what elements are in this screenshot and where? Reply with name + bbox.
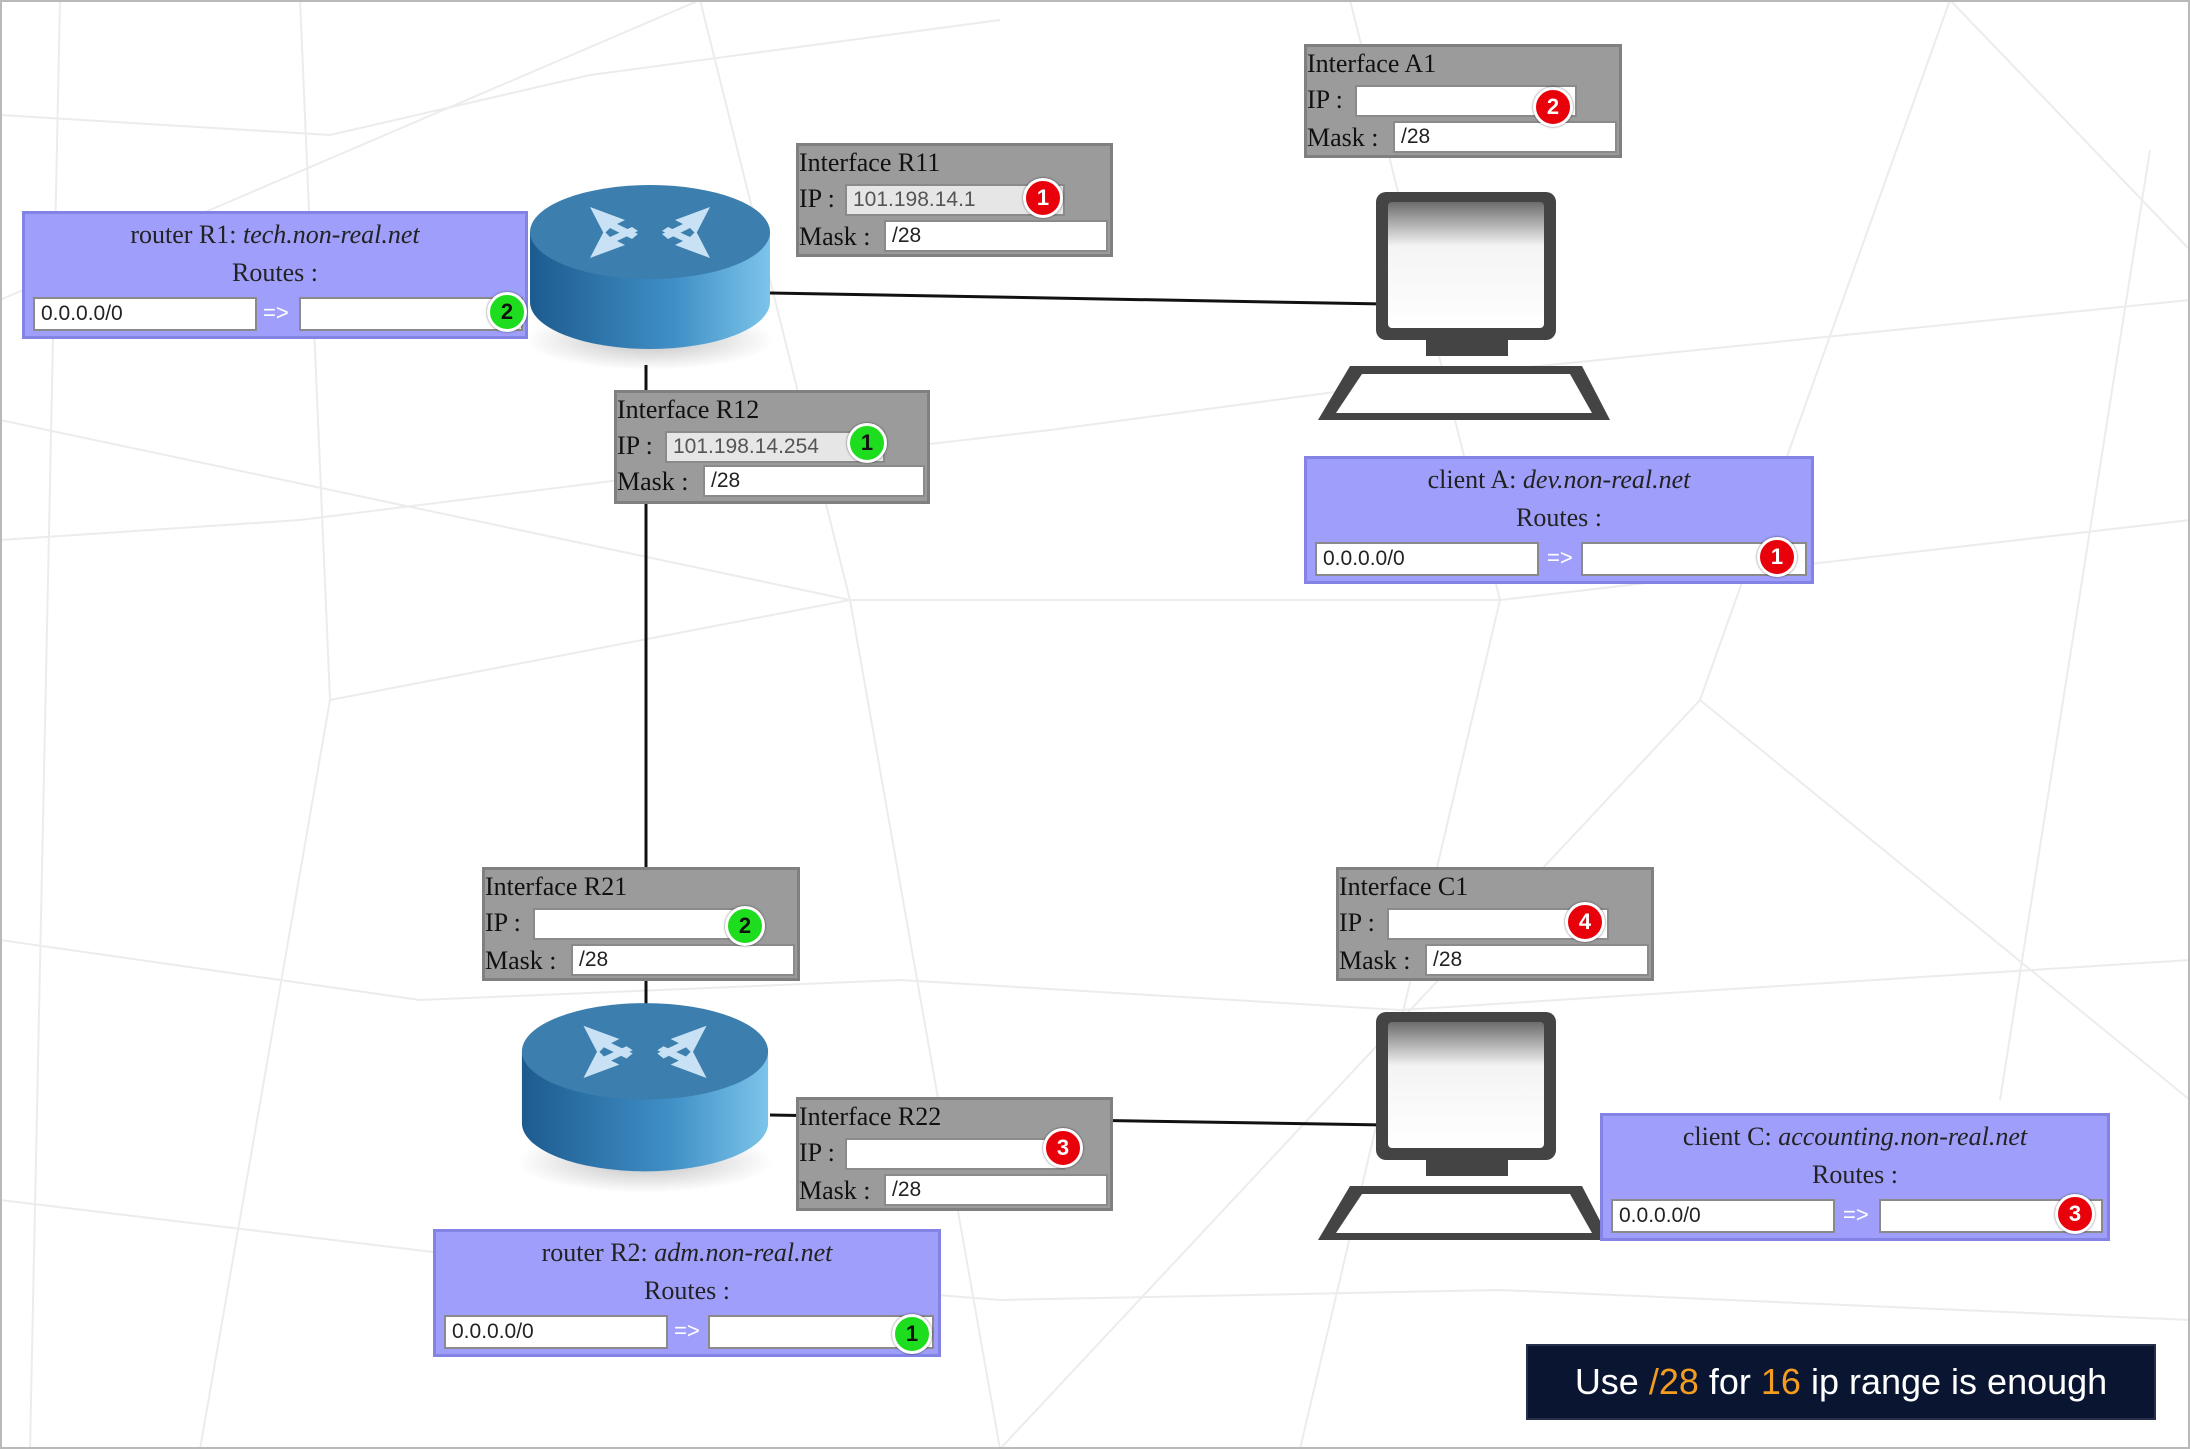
route-destination-input[interactable]: 0.0.0.0/0 <box>33 297 257 331</box>
step-badge: 1 <box>847 423 887 463</box>
link-r1-client-a <box>769 291 1386 306</box>
routes-label: Routes : <box>644 1276 730 1305</box>
interface-title: Interface R21 <box>485 872 628 901</box>
ip-label: IP : <box>799 184 835 213</box>
ip-label: IP : <box>1307 85 1343 114</box>
route-arrow: => <box>1843 1202 1869 1227</box>
node-name: router R1: tech.non-real.net <box>130 220 420 249</box>
interface-title: Interface C1 <box>1339 872 1469 901</box>
interface-r12-panel: Interface R12 IP : 101.198.14.254 Mask :… <box>614 390 930 504</box>
node-name: client C: accounting.non-real.net <box>1682 1122 2028 1151</box>
computer-icon <box>1318 1012 1610 1240</box>
route-arrow: => <box>674 1318 700 1343</box>
step-badge: 3 <box>1043 1128 1083 1168</box>
node-name: client A: dev.non-real.net <box>1427 465 1691 494</box>
step-badge: 2 <box>1533 87 1573 127</box>
step-badge: 1 <box>1757 537 1797 577</box>
routes-label: Routes : <box>232 258 318 287</box>
hint-text: ip range is enough <box>1800 1361 2108 1402</box>
hint-count: 16 <box>1760 1361 1801 1402</box>
client-c-panel: client C: accounting.non-real.net Routes… <box>1600 1113 2110 1241</box>
router-icon <box>516 1003 774 1193</box>
interface-r11-panel: Interface R11 IP : 101.198.14.1 Mask : /… <box>796 143 1113 257</box>
mask-label: Mask : <box>799 222 871 251</box>
ip-input[interactable] <box>533 908 755 940</box>
node-name: router R2: adm.non-real.net <box>541 1238 833 1267</box>
interface-r21-panel: Interface R21 IP : Mask : /28 2 <box>482 867 800 981</box>
ip-label: IP : <box>617 431 653 460</box>
step-badge: 1 <box>892 1314 932 1354</box>
step-badge: 1 <box>1023 178 1063 218</box>
route-destination-input[interactable]: 0.0.0.0/0 <box>444 1315 668 1349</box>
step-badge: 2 <box>487 292 527 332</box>
computer-icon <box>1318 192 1610 420</box>
interface-title: Interface R11 <box>799 148 941 177</box>
step-badge: 2 <box>725 906 765 946</box>
interface-r22-panel: Interface R22 IP : Mask : /28 3 <box>796 1097 1113 1211</box>
hint-text: for <box>1698 1361 1761 1402</box>
ip-label: IP : <box>1339 908 1375 937</box>
mask-input[interactable]: /28 <box>884 220 1108 252</box>
ip-input[interactable] <box>845 1138 1065 1170</box>
mask-input[interactable]: /28 <box>1425 944 1649 976</box>
mask-label: Mask : <box>799 1176 871 1205</box>
step-badge: 3 <box>2055 1194 2095 1234</box>
hint-banner: Use /28 for 16 ip range is enough <box>1526 1344 2156 1420</box>
router-icon <box>525 185 775 370</box>
interface-a1-panel: Interface A1 IP : Mask : /28 2 <box>1304 44 1622 158</box>
mask-label: Mask : <box>485 946 557 975</box>
routes-label: Routes : <box>1516 503 1602 532</box>
interface-c1-panel: Interface C1 IP : Mask : /28 4 <box>1336 867 1654 981</box>
route-gateway-input[interactable] <box>299 297 523 331</box>
interface-title: Interface R12 <box>617 395 760 424</box>
mask-input[interactable]: /28 <box>571 944 795 976</box>
step-badge: 4 <box>1565 902 1605 942</box>
interface-title: Interface A1 <box>1307 49 1437 78</box>
mask-label: Mask : <box>617 467 689 496</box>
route-arrow: => <box>1547 545 1573 570</box>
mask-label: Mask : <box>1339 946 1411 975</box>
ip-label: IP : <box>485 908 521 937</box>
route-arrow: => <box>263 300 289 325</box>
interface-title: Interface R22 <box>799 1102 942 1131</box>
hint-text: Use <box>1574 1361 1649 1402</box>
mask-input[interactable]: /28 <box>703 465 925 497</box>
router-r2-panel: router R2: adm.non-real.net Routes : 0.0… <box>433 1229 941 1357</box>
hint-mask: /28 <box>1648 1361 1699 1402</box>
mask-label: Mask : <box>1307 123 1379 152</box>
route-destination-input[interactable]: 0.0.0.0/0 <box>1315 542 1539 576</box>
mask-input[interactable]: /28 <box>1393 121 1617 153</box>
router-r1-panel: router R1: tech.non-real.net Routes : 0.… <box>22 211 528 339</box>
client-a-panel: client A: dev.non-real.net Routes : 0.0.… <box>1304 456 1814 584</box>
route-destination-input[interactable]: 0.0.0.0/0 <box>1611 1199 1835 1233</box>
mask-input[interactable]: /28 <box>884 1174 1108 1206</box>
routes-label: Routes : <box>1812 1160 1898 1189</box>
ip-label: IP : <box>799 1138 835 1167</box>
